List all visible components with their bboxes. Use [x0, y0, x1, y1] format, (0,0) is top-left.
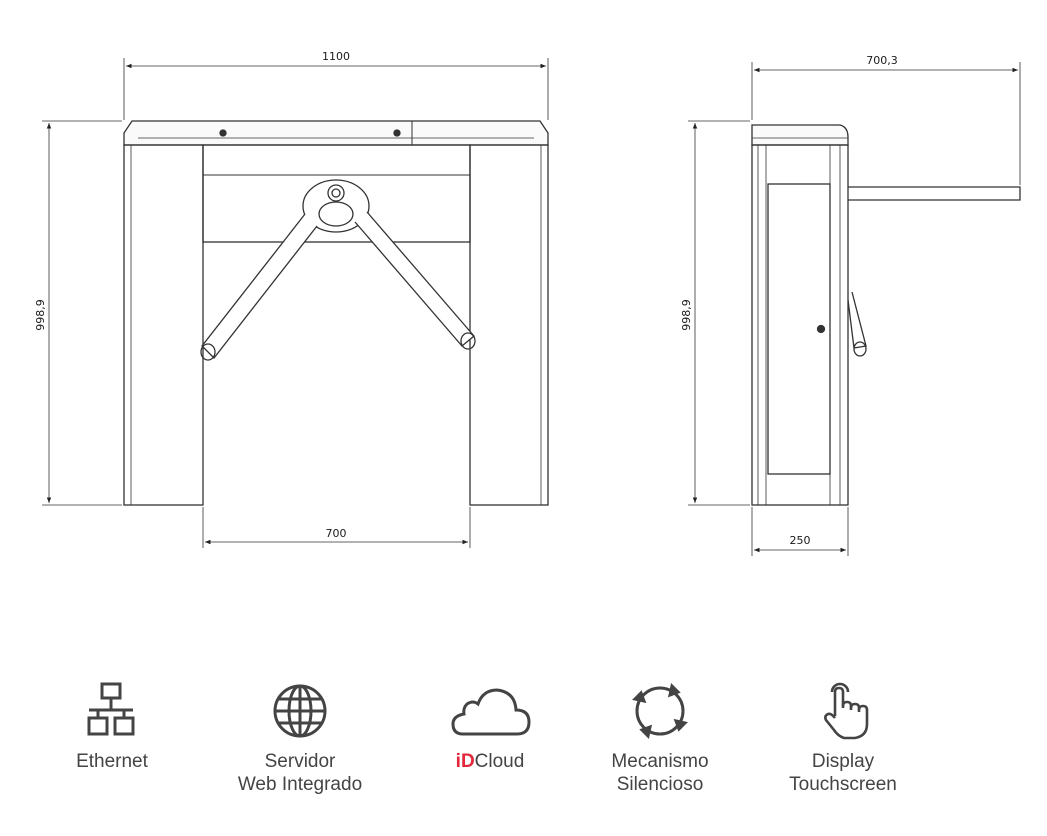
network-icon	[87, 682, 135, 736]
feature-idcloud-label: iDCloud	[430, 750, 550, 773]
front-view	[42, 58, 549, 548]
cloud-icon	[451, 688, 531, 736]
feature-touch-display-label: Display Touchscreen	[789, 751, 897, 795]
front-height-label: 998,9	[34, 299, 47, 331]
brand-suffix: Cloud	[474, 751, 525, 772]
feature-idcloud: iDCloud	[430, 678, 550, 773]
brand-prefix: iD	[455, 751, 475, 772]
front-passage-label: 700	[326, 527, 347, 540]
feature-touch-display: Display Touchscreen	[768, 678, 918, 796]
technical-drawing: 1100 998,9 700 700,3 998,9 250	[34, 50, 1021, 556]
side-height-label: 998,9	[680, 299, 693, 331]
front-width-label: 1100	[322, 50, 350, 63]
feature-silent-mechanism-label: Mecanismo Silencioso	[611, 751, 709, 795]
feature-silent-mechanism: Mecanismo Silencioso	[590, 678, 730, 796]
feature-ethernet-label: Ethernet	[76, 751, 148, 772]
feature-ethernet: Ethernet	[52, 678, 172, 773]
feature-web-server-label: Servidor Web Integrado	[237, 751, 363, 795]
rotate-icon	[632, 683, 688, 739]
side-base-label: 250	[790, 534, 811, 547]
side-view	[688, 62, 1021, 556]
touch-hand-icon	[824, 682, 869, 740]
feature-web-server: Servidor Web Integrado	[215, 678, 385, 796]
side-depth-label: 700,3	[866, 54, 898, 67]
globe-icon	[273, 684, 327, 738]
